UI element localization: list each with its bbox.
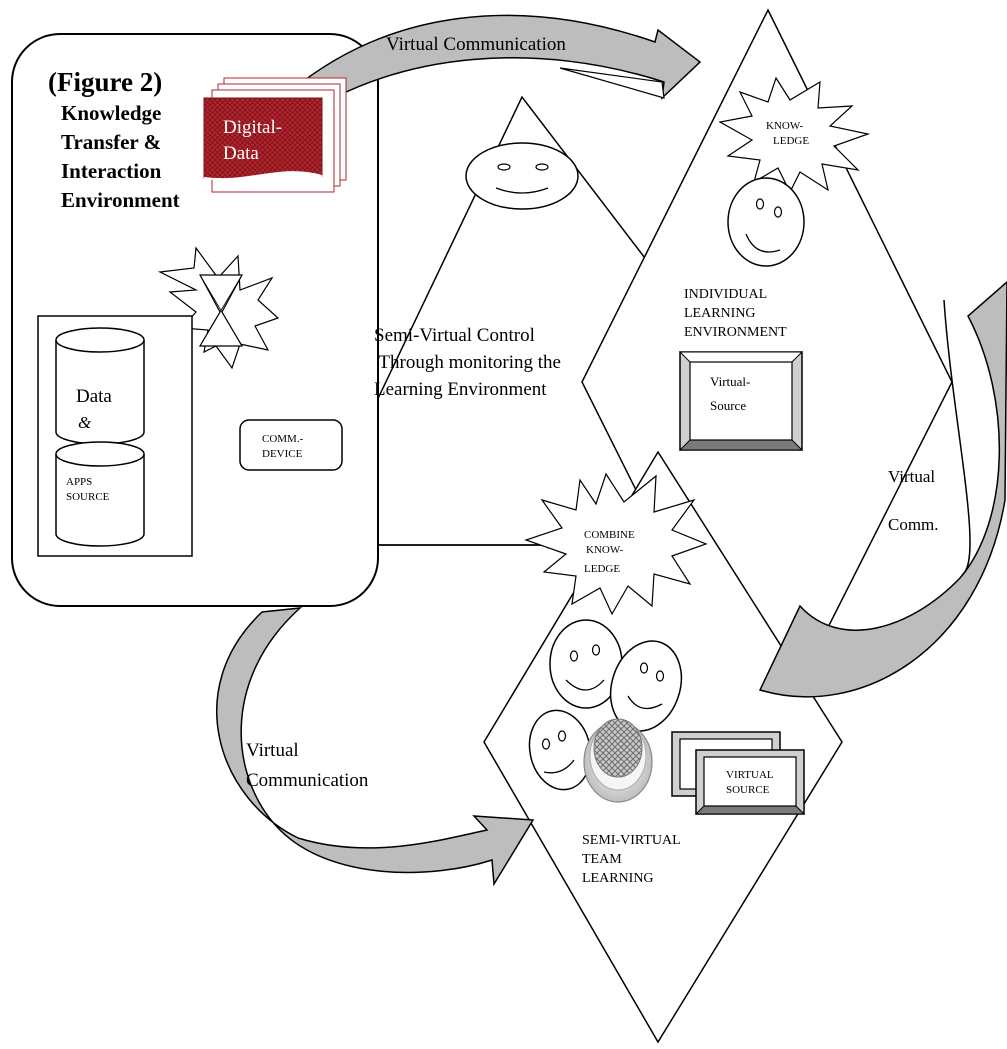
arrow-right-label-2: Comm. [888,515,939,534]
individual-virtual-source [678,351,804,451]
comm-device-line1: COMM.- [262,433,304,445]
team-virtual-source-front [694,749,806,815]
database-upper-line2: & [78,413,92,432]
shared-knowledge-disc [583,718,653,803]
database-lower-line2: SOURCE [66,491,110,503]
team-source-line2: SOURCE [726,784,770,796]
control-text-1: Semi-Virtual Control [374,325,535,346]
arrow-left [215,607,535,887]
comm-device-box [239,419,343,471]
arrow-top-label: Virtual Communication [386,34,566,55]
figure-title-4: Environment [61,188,180,212]
arrow-right [758,281,1007,698]
arrow-top [291,14,702,120]
arrow-top-wing [559,67,665,99]
combine-burst-line3: LEDGE [584,563,620,575]
figure-title-1: Knowledge [61,101,161,125]
team-face-1 [549,619,623,709]
digital-data-line1: Digital- [223,117,282,138]
arrow-right-tail [943,299,971,576]
individual-label-2: LEARNING [684,306,756,321]
team-label-1: SEMI-VIRTUAL [582,833,681,848]
team-label-3: LEARNING [582,871,654,886]
individual-label-3: ENVIRONMENT [684,325,787,340]
individual-source-line2: Source [710,398,746,413]
control-text-2: Through monitoring the [374,352,561,373]
knowledge-burst-line1: KNOW- [766,120,804,132]
combine-burst-line2: KNOW- [586,544,624,556]
team-label-2: TEAM [582,852,622,867]
arrow-left-label-1: Virtual [246,740,299,761]
individual-label-1: INDIVIDUAL [684,287,767,302]
comm-device-line2: DEVICE [262,448,303,460]
knowledge-burst-line2: LEDGE [773,135,809,147]
monitoring-face [465,142,579,210]
figure-title-2: Transfer & [61,130,161,154]
combine-burst-line1: COMBINE [584,529,635,541]
control-text-3: Learning Environment [374,379,547,400]
arrow-left-label-2: Communication [246,770,369,791]
arrow-right-label-1: Virtual [888,467,935,486]
database-lower-line1: APPS [66,476,92,488]
database-upper-line1: Data [76,386,112,407]
combine-knowledge-starburst [524,472,708,616]
individual-source-line1: Virtual- [710,374,750,389]
individual-learner-face [727,177,805,267]
knowledge-starburst [718,76,871,194]
team-face-3 [528,709,592,791]
database-lower-cylinder [55,441,145,547]
team-source-line1: VIRTUAL [726,769,774,781]
digital-data-stack [203,77,347,193]
figure-title-3: Interaction [61,159,162,183]
figure-label: (Figure 2) [48,67,162,97]
digital-data-line2: Data [223,143,259,164]
